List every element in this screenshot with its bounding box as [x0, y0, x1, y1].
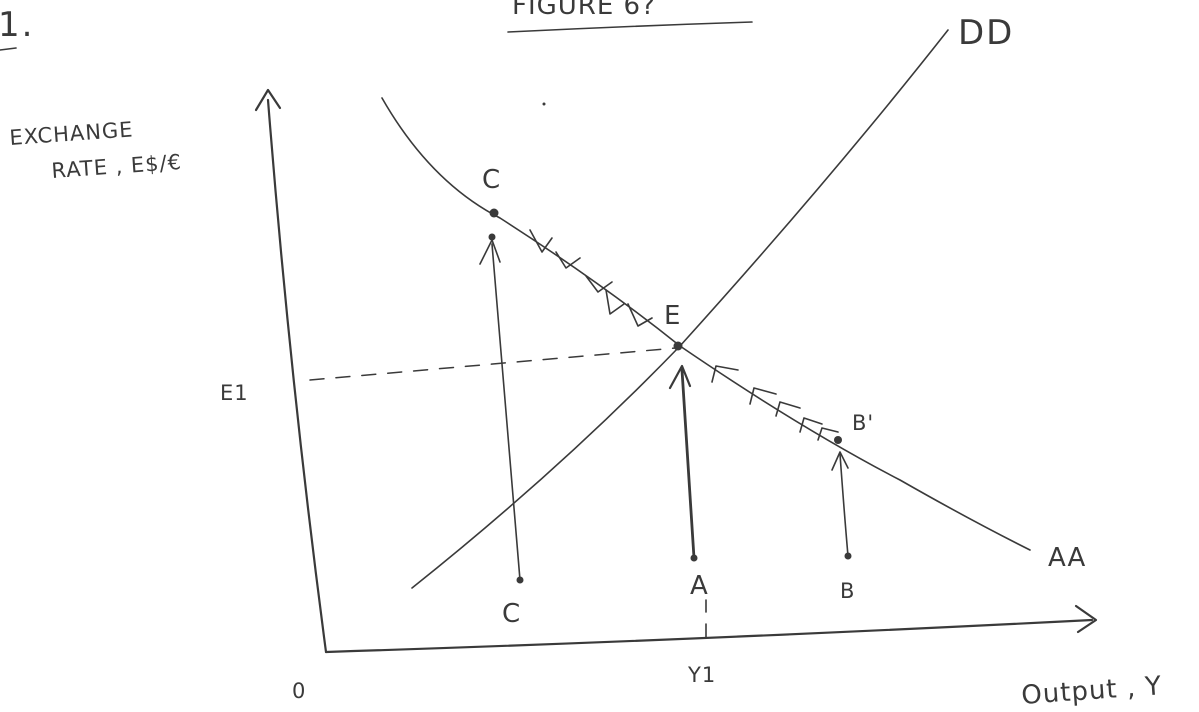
- figure-number: 1.: [0, 5, 34, 45]
- aa-adjust-arrow-10: [817, 427, 839, 441]
- aa-adjust-arrow-2: [555, 251, 581, 269]
- aa-adjust-arrow-8: [775, 401, 801, 417]
- aa-adjust-arrow-7: [749, 387, 777, 405]
- aa-label: AA: [1048, 543, 1086, 573]
- dd-label: DD: [958, 13, 1014, 53]
- arrow-b-line: [839, 453, 849, 557]
- aa-adjust-arrow-5: [627, 303, 653, 327]
- y-axis-label-line2: RATE , E$/€: [51, 150, 183, 183]
- aa-adjust-arrow-3: [585, 275, 613, 293]
- figure-title: FIGURE 6?: [512, 0, 656, 21]
- point-b-label: B: [840, 579, 855, 603]
- y1-label: Y1: [687, 663, 716, 687]
- origin-label: 0: [292, 679, 306, 703]
- arrow-a-line: [680, 368, 696, 560]
- y-axis-arrowhead: [254, 88, 282, 112]
- point-c-top: [489, 208, 499, 218]
- aa-adjust-arrow-1: [529, 229, 553, 253]
- x-axis: [324, 618, 1094, 654]
- arrow-c-tip: [488, 233, 496, 241]
- y-axis-label-line1: EXCHANGE: [9, 117, 135, 150]
- e1-label: E1: [220, 381, 249, 405]
- point-e: [673, 341, 683, 351]
- figure-title-underline: [507, 21, 753, 33]
- x-axis-label: Output , Y: [1020, 671, 1163, 711]
- point-c-top-label: C: [482, 165, 501, 195]
- stray-mark: [542, 102, 546, 106]
- y-axis: [266, 98, 328, 654]
- arrow-c-line: [491, 243, 521, 581]
- x-axis-arrowhead: [1074, 604, 1098, 634]
- aa-curve: [381, 97, 1031, 551]
- point-b-prime: [834, 436, 842, 444]
- aa-adjust-arrow-6: [711, 365, 739, 383]
- aa-adjust-arrow-4: [605, 289, 625, 315]
- figure-number-underline: [0, 47, 17, 51]
- arrow-b-head: [831, 451, 849, 471]
- arrow-c-head: [479, 239, 501, 265]
- point-b-prime-label: B': [852, 411, 874, 435]
- point-e-label: E: [664, 301, 681, 331]
- arrow-a-head: [668, 364, 692, 390]
- aa-adjust-arrow-9: [799, 417, 823, 433]
- e1-dashed-line: [309, 347, 677, 381]
- point-c-bottom-label: C: [502, 599, 521, 629]
- point-a-label: A: [690, 571, 709, 601]
